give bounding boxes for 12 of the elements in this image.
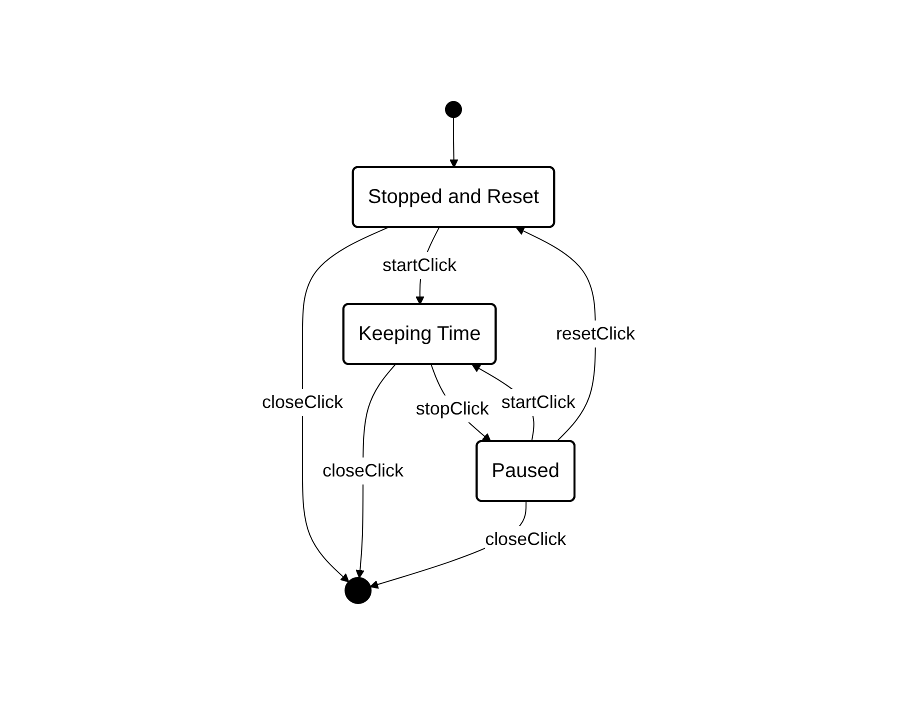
arrow [302,227,388,582]
arrow [516,226,596,442]
node-bullseye [344,576,372,604]
edge-label: startClick [382,254,457,275]
edge-label: resetClick [556,323,635,344]
edge-label: startClick [501,392,576,412]
edge-label: closeClick [322,460,404,480]
arrow [449,116,458,168]
edge-label: stopClick [416,398,489,418]
edge-label: closeClick [485,528,566,549]
node-circle [445,101,462,118]
edge-label: closeClick [262,392,344,412]
